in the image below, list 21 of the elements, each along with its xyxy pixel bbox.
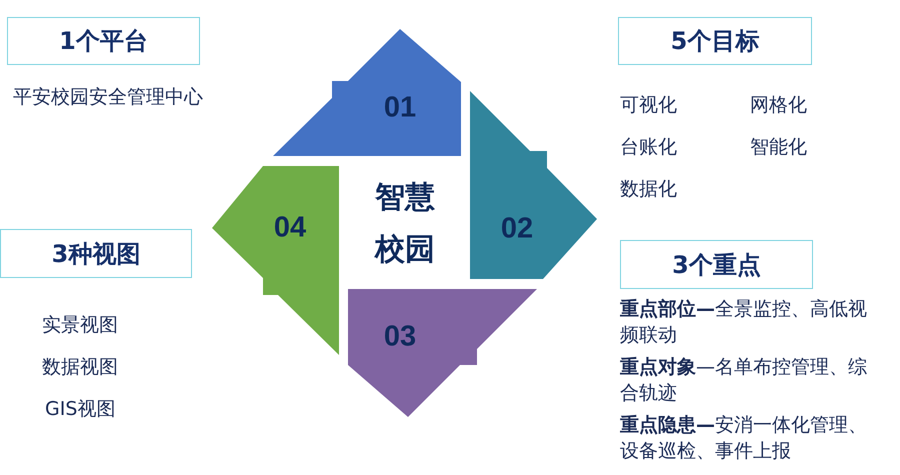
- item-text: 可视化: [620, 93, 677, 118]
- step-number: 01: [384, 92, 416, 124]
- note-text: 重点隐患—安消一体化管理、设备巡检、事件上报: [620, 413, 868, 464]
- item-text: 实景视图: [42, 313, 118, 338]
- item-text: GIS视图: [45, 397, 116, 422]
- center-title: 智慧校园: [373, 179, 436, 269]
- note-text: 重点对象—名单布控管理、综合轨迹: [620, 355, 868, 406]
- item-text: 台账化: [620, 135, 677, 160]
- title-box: 1个平台: [7, 17, 200, 65]
- item-text: 智能化: [750, 135, 807, 160]
- item-text: 网格化: [750, 93, 807, 118]
- step-number: 04: [274, 212, 306, 244]
- note-text: 重点部位—全景监控、高低视频联动: [620, 297, 868, 348]
- step-number: 02: [500, 212, 534, 246]
- item-text: 数据视图: [42, 355, 118, 380]
- title-box: 3个重点: [620, 240, 813, 289]
- step-number: 03: [384, 320, 416, 354]
- item-text: 平安校园安全管理中心: [12, 85, 204, 110]
- title-box: 5个目标: [618, 17, 812, 65]
- title-box: 3种视图: [0, 229, 192, 278]
- item-text: 数据化: [620, 177, 677, 202]
